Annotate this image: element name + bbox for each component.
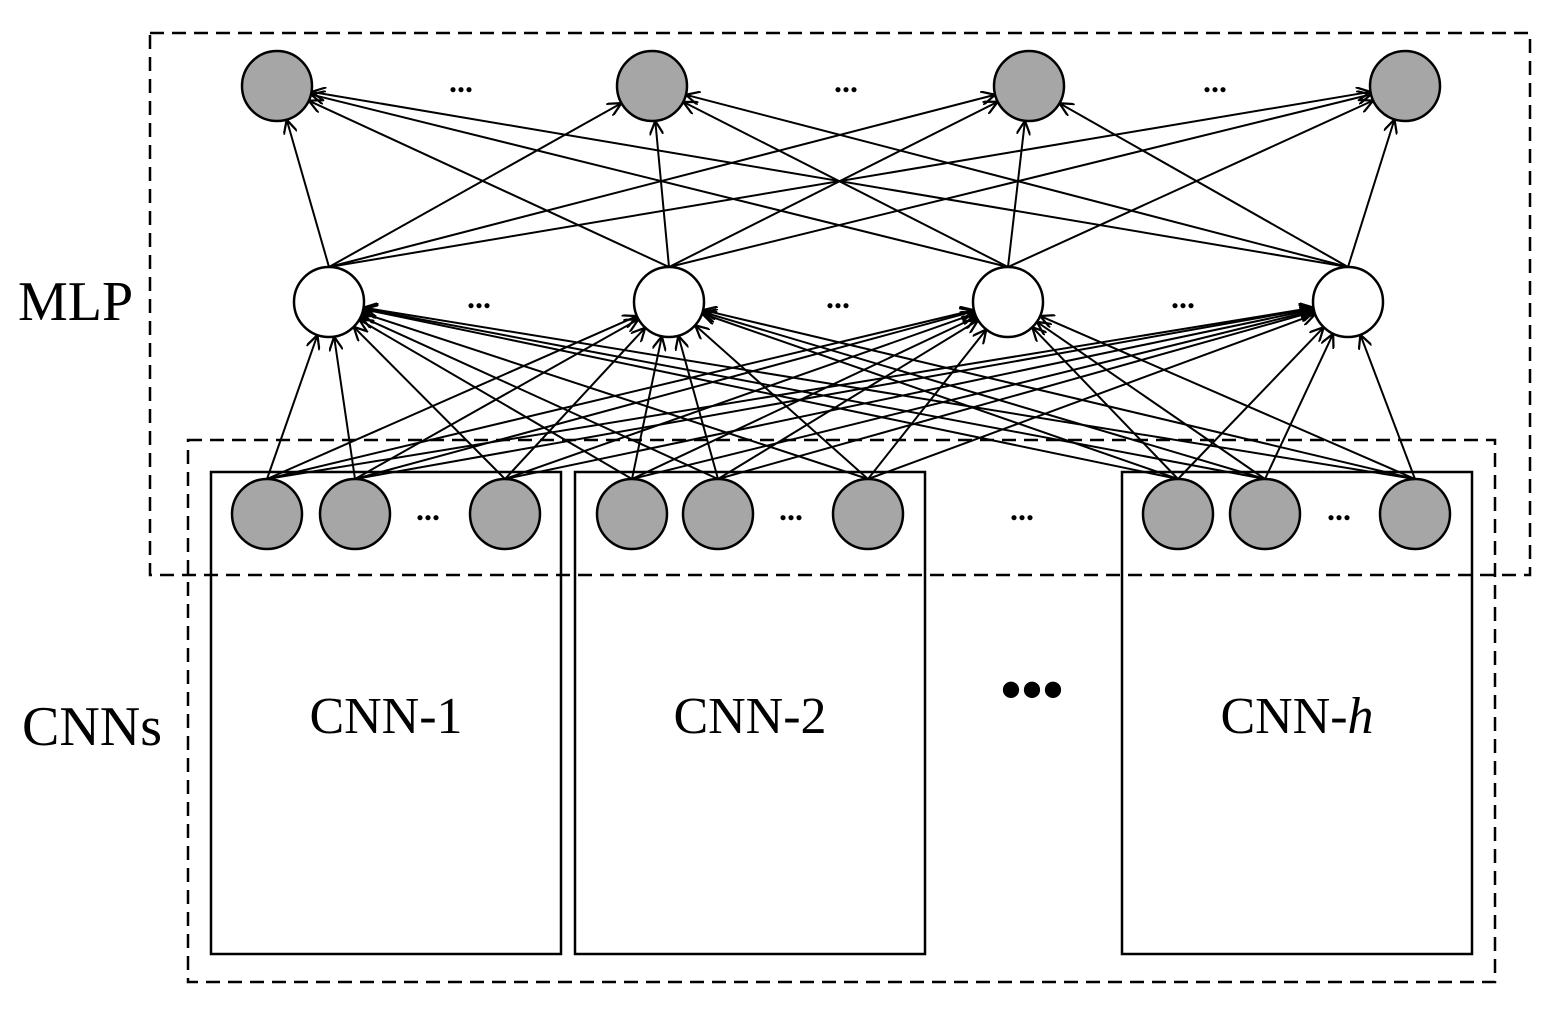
cnn-1-box bbox=[209, 470, 563, 956]
cnn-h-box bbox=[1120, 470, 1474, 956]
edge-input-3-to-hidden-2 bbox=[504, 328, 645, 480]
hidden-layer-ellipsis-1: ... bbox=[467, 279, 491, 315]
edge-input-7-to-hidden-4 bbox=[1177, 327, 1324, 480]
edge-input-2-to-hidden-3 bbox=[354, 311, 974, 480]
input-node-9 bbox=[1378, 477, 1452, 551]
edge-input-6-to-hidden-4 bbox=[867, 314, 1315, 480]
edge-input-8-to-hidden-1 bbox=[363, 309, 1266, 480]
edge-input-1-to-hidden-4 bbox=[266, 308, 1313, 480]
input-node-8 bbox=[1228, 477, 1302, 551]
edge-input-4-to-hidden-4 bbox=[631, 310, 1314, 480]
edge-input-6-to-hidden-2 bbox=[695, 325, 869, 480]
edge-input-4-to-hidden-2 bbox=[631, 336, 662, 480]
output-layer-ellipsis-1: ... bbox=[449, 63, 473, 99]
edge-hidden-3-to-output-1 bbox=[311, 94, 1009, 268]
mlp-dashed-boundary bbox=[148, 31, 1532, 577]
cnn-1-output-ellipsis: ... bbox=[416, 491, 440, 527]
cnn-1-label: CNN-1 bbox=[309, 688, 462, 745]
cnn-h-output-ellipsis: ... bbox=[1327, 491, 1351, 527]
edge-input-9-to-hidden-3 bbox=[1040, 316, 1416, 480]
cnn-2-box bbox=[573, 470, 927, 956]
edge-input-2-to-hidden-4 bbox=[354, 308, 1314, 480]
hidden-node-2 bbox=[632, 265, 706, 339]
input-node-2 bbox=[318, 477, 392, 551]
hidden-node-1 bbox=[292, 265, 366, 339]
edge-input-1-to-hidden-2 bbox=[266, 316, 637, 480]
output-node-3 bbox=[992, 49, 1066, 123]
edge-input-9-to-hidden-1 bbox=[364, 308, 1416, 480]
edge-input-7-to-hidden-1 bbox=[363, 309, 1179, 480]
edge-hidden-3-to-output-2 bbox=[683, 102, 1009, 268]
output-layer-ellipsis-3: ... bbox=[1203, 63, 1227, 99]
edge-hidden-4-to-output-4 bbox=[1347, 119, 1394, 268]
edge-input-2-to-hidden-1 bbox=[334, 337, 356, 480]
input-node-6 bbox=[831, 477, 905, 551]
edge-input-1-to-hidden-1 bbox=[266, 335, 317, 480]
cnn-2-label: CNN-2 bbox=[673, 688, 826, 745]
edge-input-8-to-hidden-2 bbox=[703, 312, 1266, 480]
edge-hidden-2-to-output-2 bbox=[655, 121, 670, 268]
input-node-4 bbox=[595, 477, 669, 551]
edge-input-3-to-hidden-4 bbox=[504, 309, 1314, 480]
edge-input-8-to-hidden-4 bbox=[1264, 334, 1333, 480]
edge-input-5-to-hidden-2 bbox=[678, 336, 719, 480]
edge-hidden-4-to-output-2 bbox=[686, 95, 1349, 268]
edge-input-5-to-hidden-1 bbox=[361, 316, 719, 480]
input-node-5 bbox=[681, 477, 755, 551]
edge-input-4-to-hidden-1 bbox=[359, 320, 633, 480]
edge-input-7-to-hidden-3 bbox=[1032, 327, 1179, 480]
edge-input-4-to-hidden-3 bbox=[631, 317, 976, 480]
cnn-h-label: CNN-h bbox=[1220, 688, 1373, 745]
output-layer-ellipsis-2: ... bbox=[834, 63, 858, 99]
edge-input-1-to-hidden-3 bbox=[266, 310, 974, 480]
hidden-layer-ellipsis-2: ... bbox=[826, 279, 850, 315]
edge-hidden-4-to-output-3 bbox=[1059, 103, 1349, 268]
edge-hidden-1-to-output-1 bbox=[287, 120, 330, 268]
connection-edges bbox=[266, 92, 1416, 480]
edge-input-6-to-hidden-1 bbox=[362, 313, 869, 480]
edge-hidden-3-to-output-4 bbox=[1007, 101, 1373, 268]
hidden-node-4 bbox=[1311, 265, 1385, 339]
input-node-1 bbox=[230, 477, 304, 551]
edge-input-6-to-hidden-3 bbox=[867, 329, 986, 480]
output-node-4 bbox=[1368, 49, 1442, 123]
hidden-node-3 bbox=[971, 265, 1045, 339]
edge-input-5-to-hidden-4 bbox=[717, 311, 1314, 480]
edge-input-9-to-hidden-4 bbox=[1360, 335, 1416, 480]
cnn-gap-ellipsis: ... bbox=[1010, 491, 1034, 527]
cnns-label: CNNs bbox=[22, 696, 162, 758]
edge-input-7-to-hidden-2 bbox=[702, 313, 1179, 480]
edge-input-3-to-hidden-1 bbox=[354, 327, 506, 480]
mlp-label: MLP bbox=[18, 271, 133, 333]
edge-hidden-1-to-output-4 bbox=[328, 92, 1370, 268]
input-node-7 bbox=[1141, 477, 1215, 551]
output-node-1 bbox=[240, 49, 314, 123]
cnn-2-output-ellipsis: ... bbox=[779, 491, 803, 527]
input-node-3 bbox=[468, 477, 542, 551]
cnn-blocks-ellipsis: ••• bbox=[1000, 657, 1063, 723]
edge-hidden-1-to-output-2 bbox=[328, 103, 621, 268]
edge-hidden-2-to-output-1 bbox=[309, 101, 670, 268]
edge-hidden-3-to-output-3 bbox=[1007, 121, 1025, 268]
edge-input-9-to-hidden-2 bbox=[703, 310, 1416, 480]
output-node-2 bbox=[615, 49, 689, 123]
edge-hidden-4-to-output-1 bbox=[312, 92, 1349, 268]
network-nodes bbox=[230, 49, 1452, 551]
hidden-layer-ellipsis-3: ... bbox=[1171, 279, 1195, 315]
edge-input-8-to-hidden-3 bbox=[1037, 322, 1266, 480]
ellipsis-markers: .............................. bbox=[416, 63, 1351, 527]
edge-hidden-2-to-output-3 bbox=[668, 102, 998, 268]
